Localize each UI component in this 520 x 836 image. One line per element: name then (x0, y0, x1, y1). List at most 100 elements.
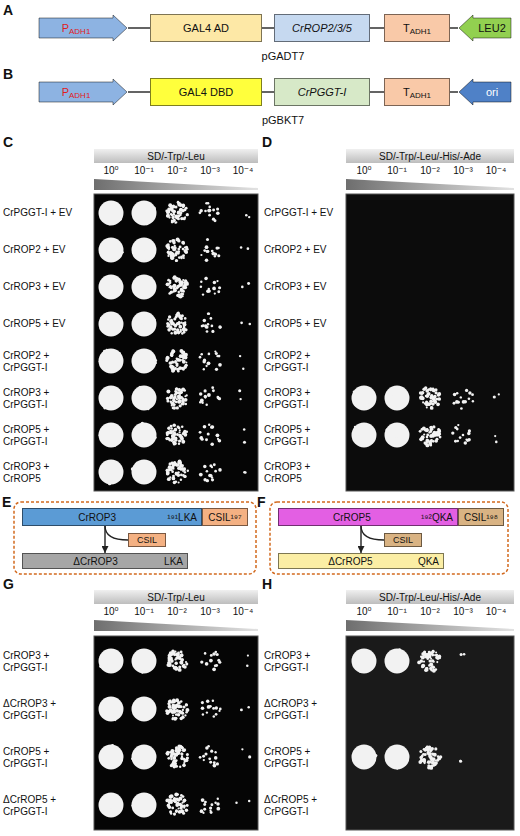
yeast-colony (169, 282, 171, 284)
yeast-colony (355, 756, 357, 758)
row-label: CrROP3 + EV (3, 281, 83, 293)
yeast-colony (181, 662, 183, 664)
yeast-colony (99, 386, 124, 411)
row-label: ΔCrROP5 + CrPGGT-I (3, 794, 83, 817)
yeast-colony (185, 246, 188, 249)
panel-letter: G (3, 576, 14, 592)
yeast-colony (100, 327, 103, 330)
yeast-colony (392, 666, 395, 669)
yeast-colony (145, 329, 148, 332)
yeast-colony (215, 706, 218, 709)
yeast-colony (431, 654, 434, 657)
dashed-frame (14, 502, 256, 574)
yeast-colony (208, 206, 211, 209)
yeast-colony (141, 697, 144, 700)
yeast-colony (366, 400, 369, 403)
yeast-colony (245, 214, 248, 217)
node-text: T (403, 22, 410, 34)
yeast-colony (184, 328, 187, 331)
dilution-label: 10⁻⁴ (486, 165, 507, 176)
yeast-colony (213, 761, 216, 764)
yeast-colony (183, 323, 187, 327)
yeast-colony (171, 470, 174, 473)
yeast-colony (178, 295, 180, 297)
yeast-colony (431, 428, 433, 430)
yeast-colony (169, 810, 172, 813)
yeast-colony (171, 650, 175, 654)
yeast-colony (431, 659, 434, 662)
yeast-colony (175, 653, 178, 656)
yeast-colony (353, 390, 356, 393)
node-text: ori (486, 86, 498, 98)
yeast-colony (177, 471, 180, 474)
yeast-colony (181, 425, 184, 428)
yeast-colony (170, 286, 173, 289)
yeast-colony (425, 428, 429, 432)
yeast-colony (132, 697, 157, 722)
yeast-colony (181, 464, 184, 467)
yeast-colony (186, 394, 188, 396)
yeast-colony (431, 753, 434, 756)
yeast-colony (374, 754, 377, 757)
dilution-label: 10⁻⁴ (233, 165, 254, 176)
yeast-colony (147, 475, 150, 478)
yeast-colony (143, 793, 146, 796)
yeast-colony (178, 481, 180, 483)
yeast-colony (171, 369, 174, 372)
arrow-outline (39, 79, 127, 105)
yeast-colony (207, 361, 211, 365)
yeast-colony (178, 427, 181, 430)
protein-bar: ΔCrROP3LKA (22, 553, 188, 569)
yeast-colony (215, 651, 217, 653)
yeast-colony (468, 397, 471, 400)
yeast-colony (166, 397, 169, 400)
yeast-colony (111, 744, 114, 747)
yeast-colony (429, 750, 432, 753)
yeast-colony (139, 364, 142, 367)
yeast-colony (166, 243, 169, 246)
yeast-colony (200, 254, 202, 256)
domain-box: GAL4 AD (150, 14, 262, 42)
yeast-colony (100, 655, 102, 657)
yeast-colony (429, 439, 432, 442)
yeast-colony (428, 651, 431, 654)
yeast-colony (170, 319, 172, 321)
yeast-colony (178, 291, 181, 294)
yeast-colony (249, 323, 252, 326)
yeast-colony (178, 807, 180, 809)
yeast-colony (239, 398, 241, 400)
yeast-colony (141, 697, 144, 700)
yeast-colony (166, 325, 169, 328)
yeast-colony (111, 205, 113, 207)
yeast-colony (181, 204, 185, 208)
yeast-colony (431, 395, 434, 398)
yeast-colony (454, 426, 457, 429)
yeast-colony (113, 795, 115, 797)
yeast-colony (167, 357, 170, 360)
yeast-colony (498, 393, 500, 395)
yeast-colony (178, 256, 181, 259)
yeast-colony (247, 247, 250, 250)
medium-band: SD/-Trp/-Leu (94, 590, 258, 604)
yeast-colony (141, 323, 144, 326)
yeast-colony (107, 470, 110, 473)
yeast-colony (180, 256, 183, 259)
yeast-colony (399, 664, 402, 667)
yeast-colony (143, 441, 146, 444)
yeast-colony (354, 426, 357, 429)
yeast-colony (132, 252, 135, 255)
yeast-colony (421, 652, 425, 656)
yeast-colony (166, 468, 170, 472)
connector (450, 91, 458, 92)
yeast-colony (359, 656, 362, 659)
yeast-colony (176, 388, 178, 390)
dilution-label: 10⁻³ (200, 606, 220, 617)
yeast-colony (200, 209, 203, 212)
motif-box: CSIL¹⁹⁸ (458, 508, 504, 526)
yeast-colony (181, 467, 185, 471)
yeast-colony (216, 280, 218, 282)
yeast-colony (247, 654, 249, 656)
yeast-colony (203, 759, 205, 761)
yeast-colony (105, 349, 108, 352)
yeast-colony (178, 325, 182, 329)
